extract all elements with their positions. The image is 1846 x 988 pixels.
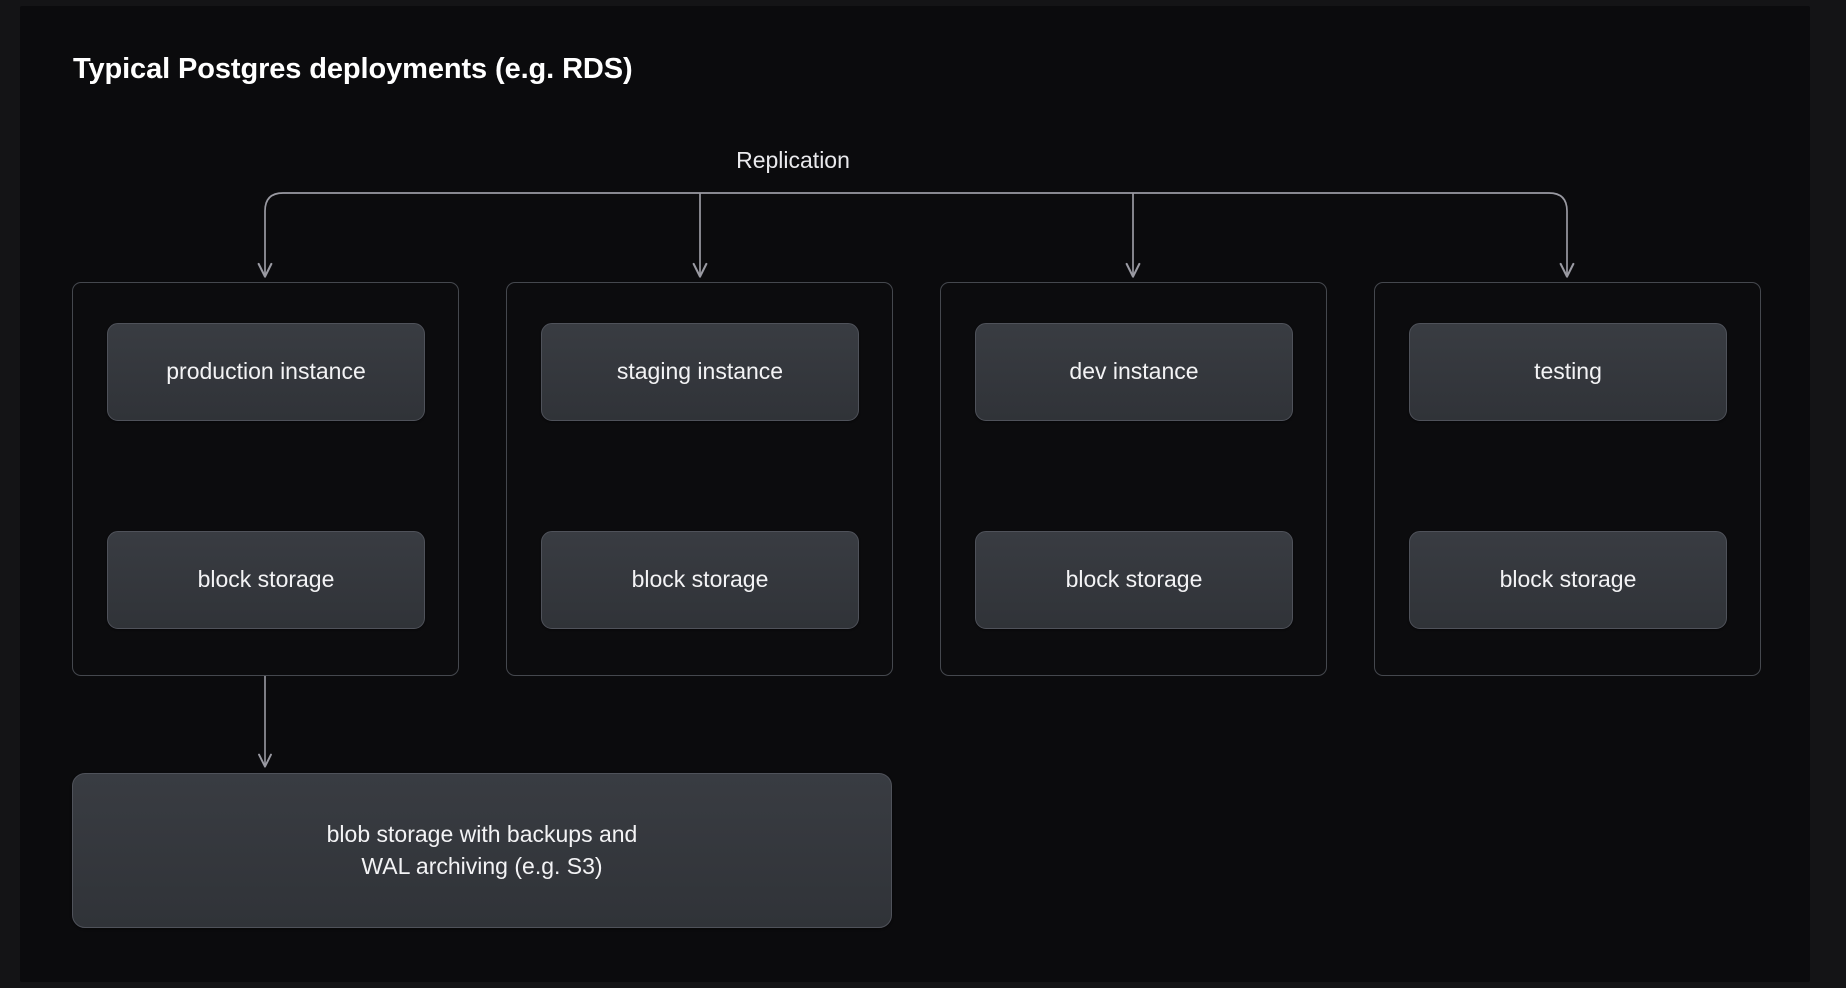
node-production-block-storage-label: block storage — [198, 564, 335, 595]
node-production-instance[interactable]: production instance — [107, 323, 425, 421]
node-blob-storage-line1: blob storage with backups and — [327, 819, 638, 850]
node-staging-block-storage[interactable]: block storage — [541, 531, 859, 629]
group-staging[interactable]: staging instance block storage — [506, 282, 893, 676]
node-dev-block-storage-label: block storage — [1066, 564, 1203, 595]
group-dev[interactable]: dev instance block storage — [940, 282, 1327, 676]
node-staging-instance-label: staging instance — [617, 356, 783, 387]
node-production-instance-label: production instance — [166, 356, 365, 387]
replication-label: Replication — [20, 147, 1810, 174]
node-testing-block-storage-label: block storage — [1500, 564, 1637, 595]
node-staging-instance[interactable]: staging instance — [541, 323, 859, 421]
node-dev-instance-label: dev instance — [1069, 356, 1198, 387]
node-staging-block-storage-label: block storage — [632, 564, 769, 595]
node-dev-instance[interactable]: dev instance — [975, 323, 1293, 421]
node-testing-instance[interactable]: testing — [1409, 323, 1727, 421]
node-dev-block-storage[interactable]: block storage — [975, 531, 1293, 629]
group-testing[interactable]: testing block storage — [1374, 282, 1761, 676]
node-testing-instance-label: testing — [1534, 356, 1602, 387]
node-blob-storage[interactable]: blob storage with backups and WAL archiv… — [72, 773, 892, 928]
node-blob-storage-line2: WAL archiving (e.g. S3) — [361, 851, 602, 882]
group-production[interactable]: production instance block storage — [72, 282, 459, 676]
page-title: Typical Postgres deployments (e.g. RDS) — [73, 53, 633, 86]
node-testing-block-storage[interactable]: block storage — [1409, 531, 1727, 629]
node-production-block-storage[interactable]: block storage — [107, 531, 425, 629]
